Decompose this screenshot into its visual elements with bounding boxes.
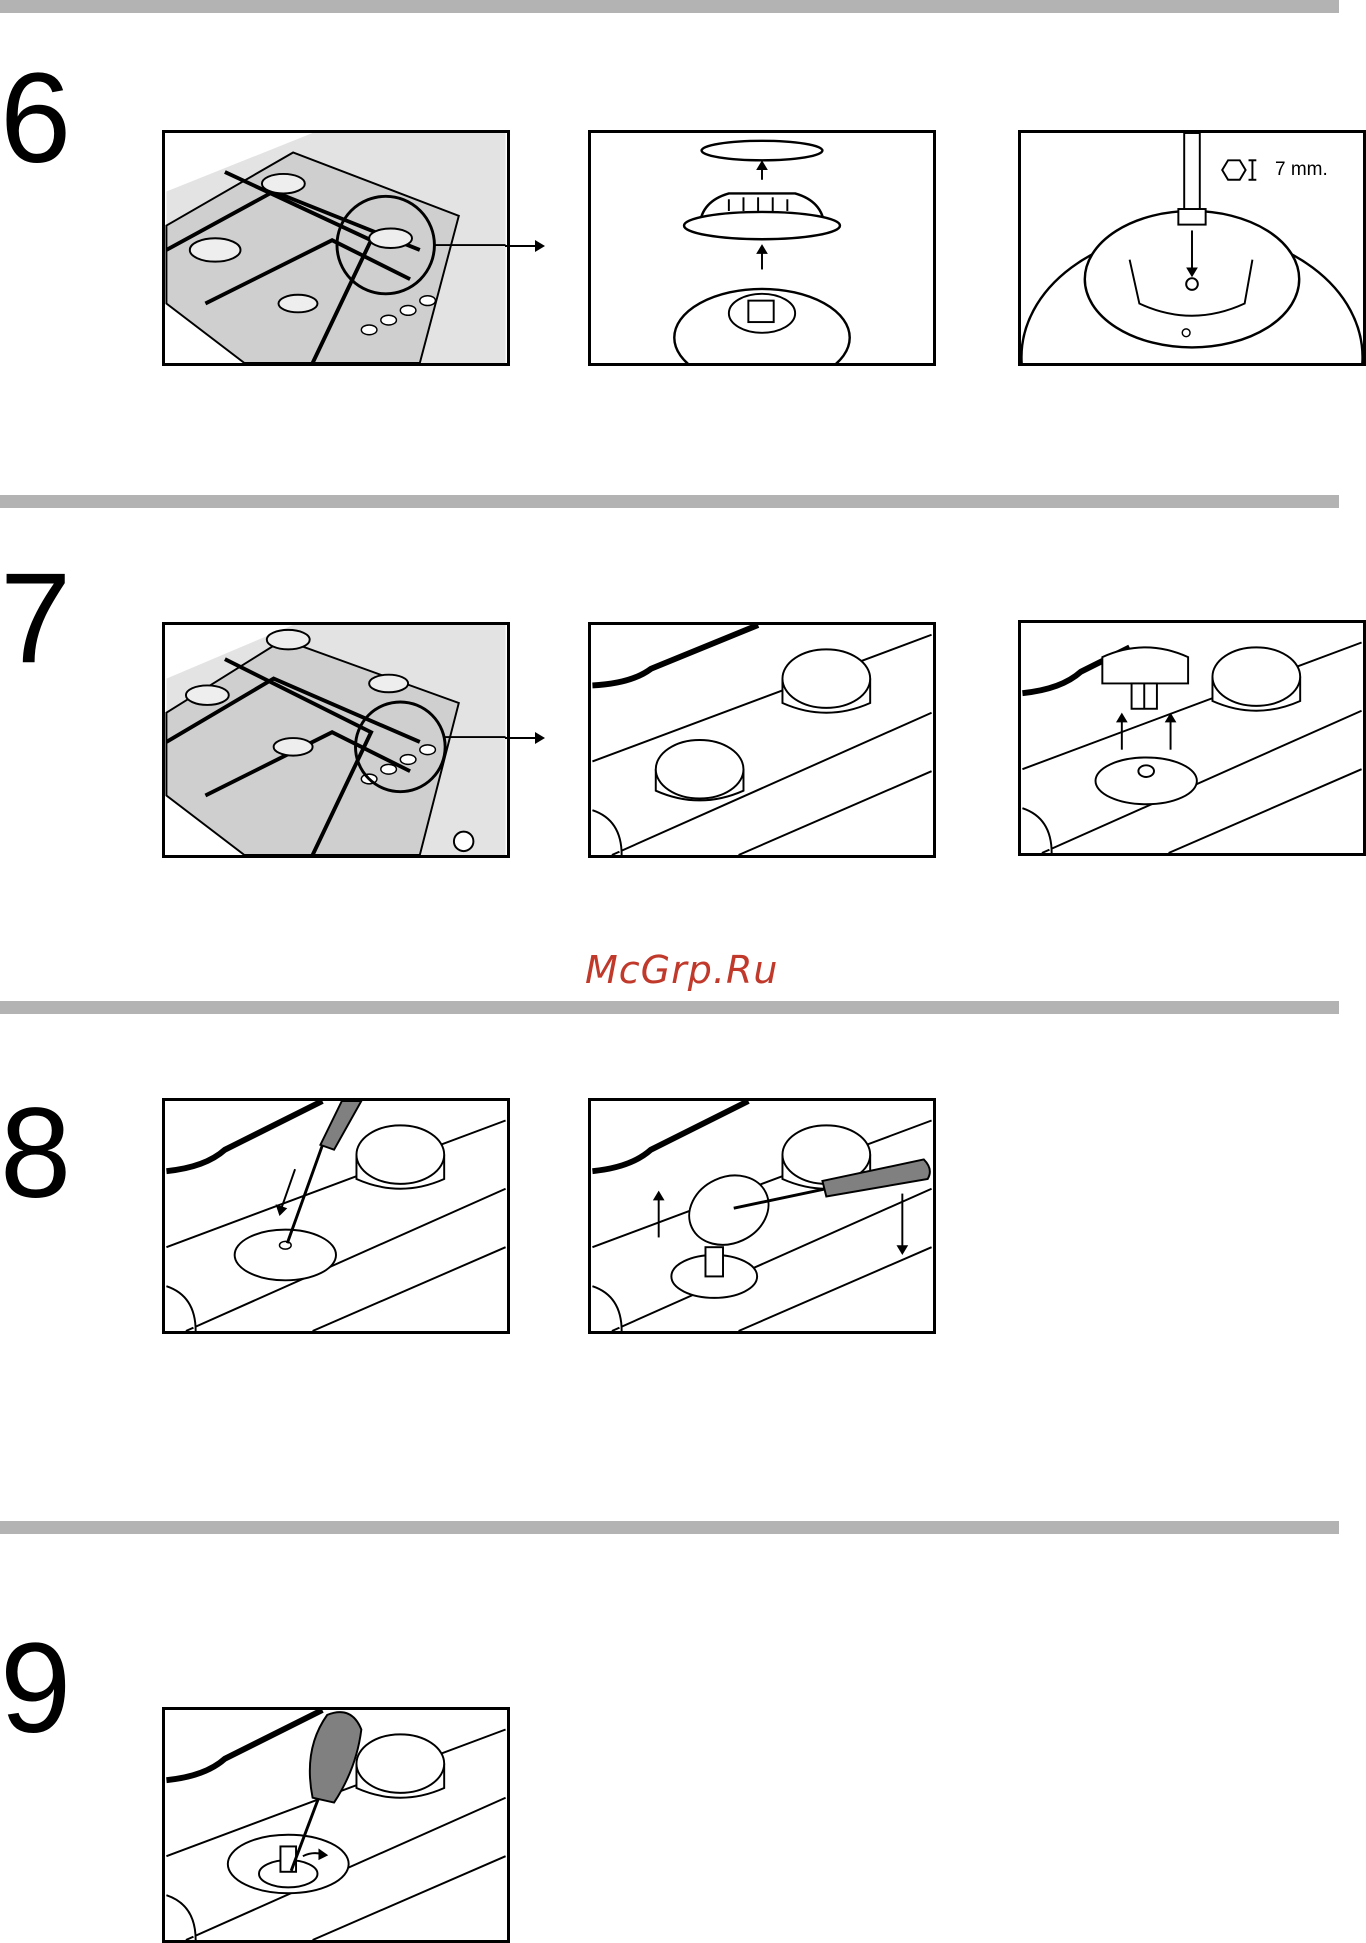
arrow-up-icon [653, 1191, 665, 1238]
arrow-up-icon [1165, 713, 1177, 750]
arrow-up-icon [756, 244, 768, 269]
step-8-screwdriver-in-bezel [162, 1098, 510, 1334]
step-8-bezel-lift [588, 1098, 936, 1334]
step-7-knobs-closeup [588, 622, 936, 858]
step-6-injector-removal: 7 mm. [1018, 130, 1366, 366]
section-divider [0, 1001, 1339, 1014]
bezel-lift-illustration [591, 1101, 933, 1331]
step-6-hob-overview [162, 130, 510, 366]
arrow-right-icon [505, 728, 545, 748]
hob-illustration [165, 625, 507, 855]
step-number-7: 7 [0, 555, 71, 683]
adjust-screw-illustration [165, 1710, 507, 1940]
step-number-9: 9 [0, 1625, 71, 1753]
bezel-illustration [165, 1101, 507, 1331]
hob-illustration [165, 133, 507, 363]
step-number-6: 6 [0, 55, 71, 183]
step-number-8: 8 [0, 1090, 71, 1218]
knob-icon [356, 1125, 444, 1188]
section-divider [0, 0, 1339, 13]
knob-removal-illustration [1021, 623, 1363, 853]
knob-icon [656, 740, 744, 800]
hex-size-label: 7 mm. [1275, 159, 1328, 181]
knob-icon [1102, 647, 1188, 708]
hex-wrench-icon [1222, 160, 1256, 179]
watermark: McGrp.Ru [585, 948, 778, 992]
burner-parts-illustration [591, 133, 933, 363]
knob-icon [782, 649, 870, 712]
step-6-burner-exploded [588, 130, 936, 366]
knob-icon [1212, 647, 1300, 710]
arrow-down-icon [276, 1169, 295, 1216]
section-divider [0, 1521, 1339, 1534]
arrow-up-icon [756, 160, 768, 179]
section-divider [0, 495, 1339, 508]
step-7-knob-removal [1018, 620, 1366, 856]
knobs-illustration [591, 625, 933, 855]
screwdriver-icon [287, 1101, 361, 1243]
step-7-hob-overview [162, 622, 510, 858]
knob-icon [356, 1734, 444, 1797]
arrow-right-icon [505, 236, 545, 256]
step-9-adjust-screw [162, 1707, 510, 1943]
